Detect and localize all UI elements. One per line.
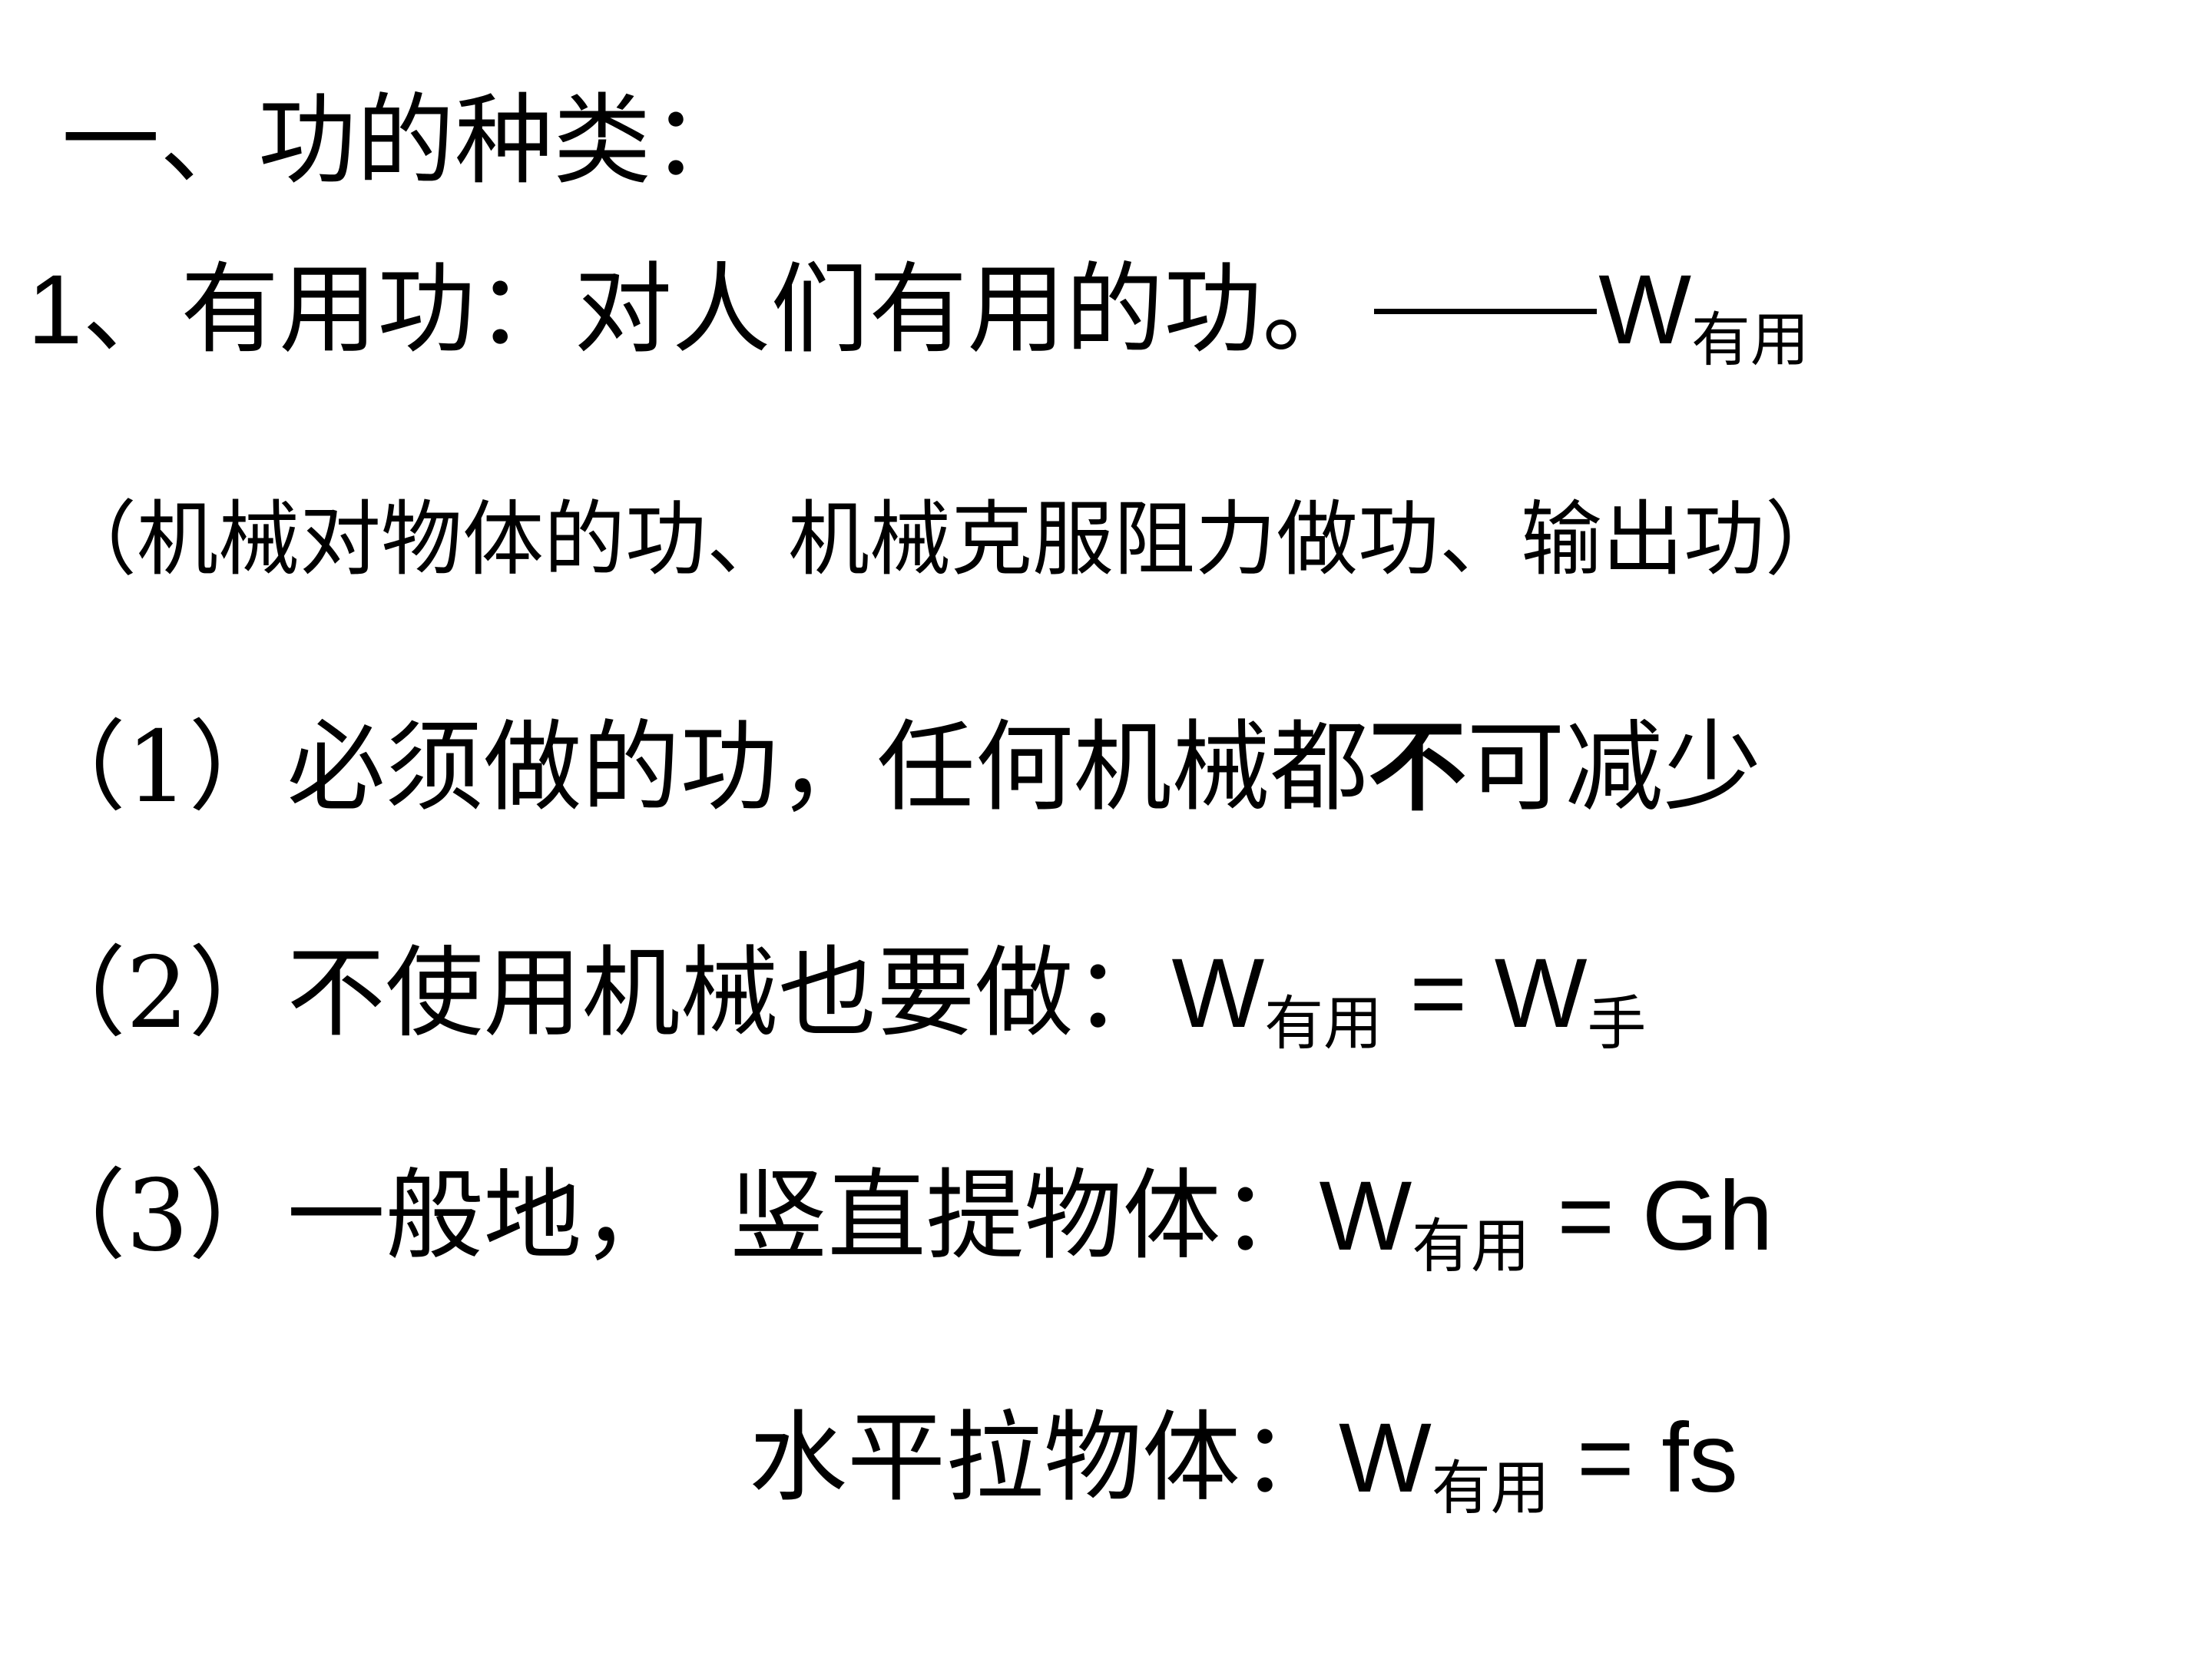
point-3-formula: = Gh [1529, 1161, 1773, 1271]
point-1-text: （1）必须做的功，任何机械都 [28, 710, 1369, 825]
point-3: （3）一般地， 竖直提物体：W有用 = Gh [28, 1167, 1773, 1277]
point-3-text: （3）一般地， 竖直提物体： [28, 1159, 1320, 1273]
point-1-tail: 可减少 [1466, 710, 1762, 825]
long-dash [1374, 308, 1598, 314]
point-2-subscript: 有用 [1264, 989, 1382, 1058]
work-subscript: 有用 [1691, 306, 1810, 375]
point-4-symbol: W [1339, 1403, 1432, 1513]
point-2-equals: = W [1382, 939, 1588, 1048]
point-2-symbol: W [1171, 939, 1265, 1048]
point-3-symbol: W [1319, 1161, 1412, 1271]
point-4-formula: = fs [1549, 1403, 1738, 1513]
point-4-text: 水平拉物体： [749, 1401, 1339, 1515]
definition-text: 、有用功：对人们有用的功。 [82, 253, 1361, 367]
point-3-horizontal: 水平拉物体：W有用 = fs [749, 1409, 1738, 1518]
useful-work-definition: 1、有用功：对人们有用的功。W有用 [28, 261, 1810, 370]
useful-work-note: （机械对物体的功、机械克服阻力做功、输出功） [55, 492, 1846, 587]
item-number: 1 [28, 255, 83, 365]
point-2-subscript-hand: 手 [1587, 989, 1647, 1058]
work-symbol: W [1598, 255, 1692, 365]
point-1: （1）必须做的功，任何机械都不可减少 [28, 718, 1761, 817]
point-3-subscript: 有用 [1412, 1212, 1530, 1281]
section-title: 一、功的种类： [61, 84, 750, 198]
point-1-emphasis: 不 [1368, 710, 1467, 825]
point-2-text: （2）不使用机械也要做： [28, 936, 1172, 1051]
point-2: （2）不使用机械也要做：W有用 = W手 [28, 945, 1646, 1054]
point-4-subscript: 有用 [1431, 1454, 1550, 1523]
